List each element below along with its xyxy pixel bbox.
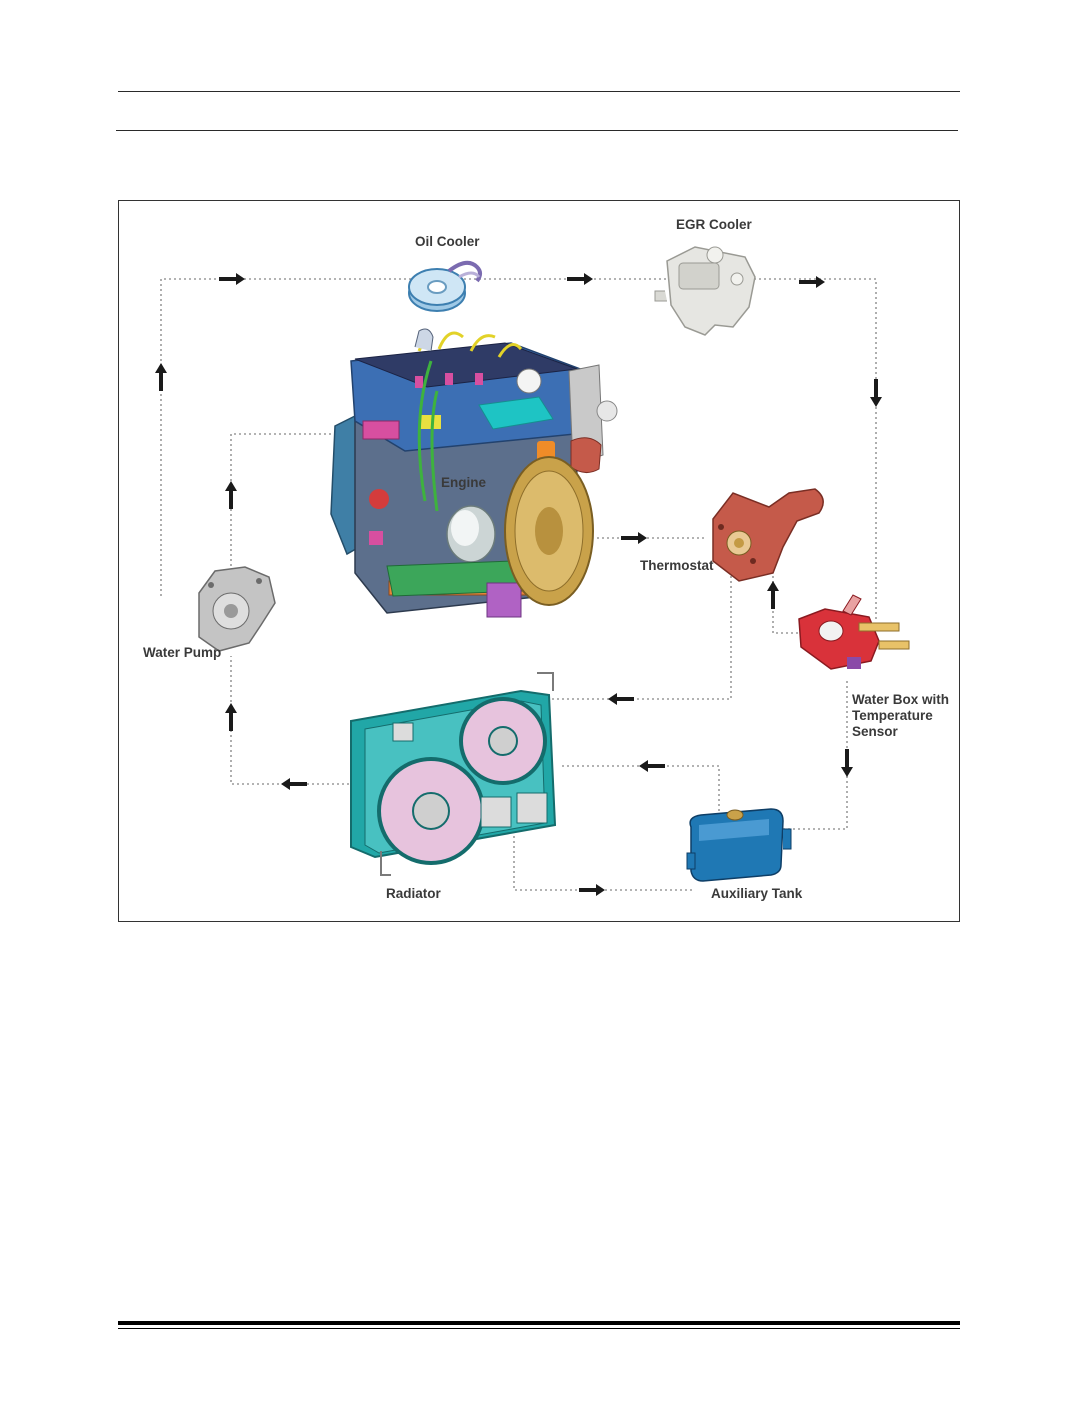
radiator-illustration [350,672,557,876]
arrow-up [225,481,237,509]
label-water-box-line2: Temperature [852,708,933,723]
arrow-right [219,273,245,285]
label-water-box-line3: Sensor [852,724,899,739]
arrow-right [799,276,825,288]
thermostat-illustration [712,488,824,582]
arrow-up [767,581,779,609]
engine-illustration [330,328,618,618]
arrow-right [579,884,605,896]
flow-line-waterbox-to-tank [764,681,848,830]
arrow-down [841,749,853,777]
flow-line-engine-to-pump [230,433,339,596]
arrow-right [621,532,647,544]
auxiliary-tank-illustration [686,808,792,882]
oil-cooler-illustration [408,260,482,312]
label-oil-cooler: Oil Cooler [415,234,480,249]
flow-line-waterbox-to-thermostat [772,566,803,634]
cooling-circuit-figure: Oil Cooler EGR Cooler Engine Thermostat … [118,200,960,922]
water-pump-illustration [198,566,276,652]
arrow-up [225,703,237,731]
label-engine: Engine [441,475,486,490]
flow-lines [160,278,877,891]
flow-line-radiator-to-pump [230,656,359,785]
header-rule-bottom [116,130,958,131]
label-radiator: Radiator [386,886,442,901]
label-egr-cooler: EGR Cooler [676,217,753,232]
footer-rule-thick [118,1321,960,1325]
water-box-illustration [798,594,910,670]
header-rule-top [118,91,960,92]
label-water-pump: Water Pump [143,645,221,660]
flow-line-radiator-to-tank [513,821,694,891]
egr-cooler-illustration [654,246,756,336]
footer-rule-thin [118,1328,960,1329]
flow-arrows [155,273,882,896]
component-labels: Oil Cooler EGR Cooler Engine Thermostat … [143,217,949,901]
arrow-right [567,273,593,285]
flow-line-tank-to-radiator [559,765,720,816]
arrow-up [155,363,167,391]
arrow-left [281,778,307,790]
label-thermostat: Thermostat [640,558,714,573]
label-water-box-line1: Water Box with [852,692,949,707]
label-auxiliary-tank: Auxiliary Tank [711,886,803,901]
arrow-left [608,693,634,705]
cooling-circuit-diagram: Oil Cooler EGR Cooler Engine Thermostat … [143,217,949,901]
arrow-down [870,379,882,407]
arrow-left [639,760,665,772]
